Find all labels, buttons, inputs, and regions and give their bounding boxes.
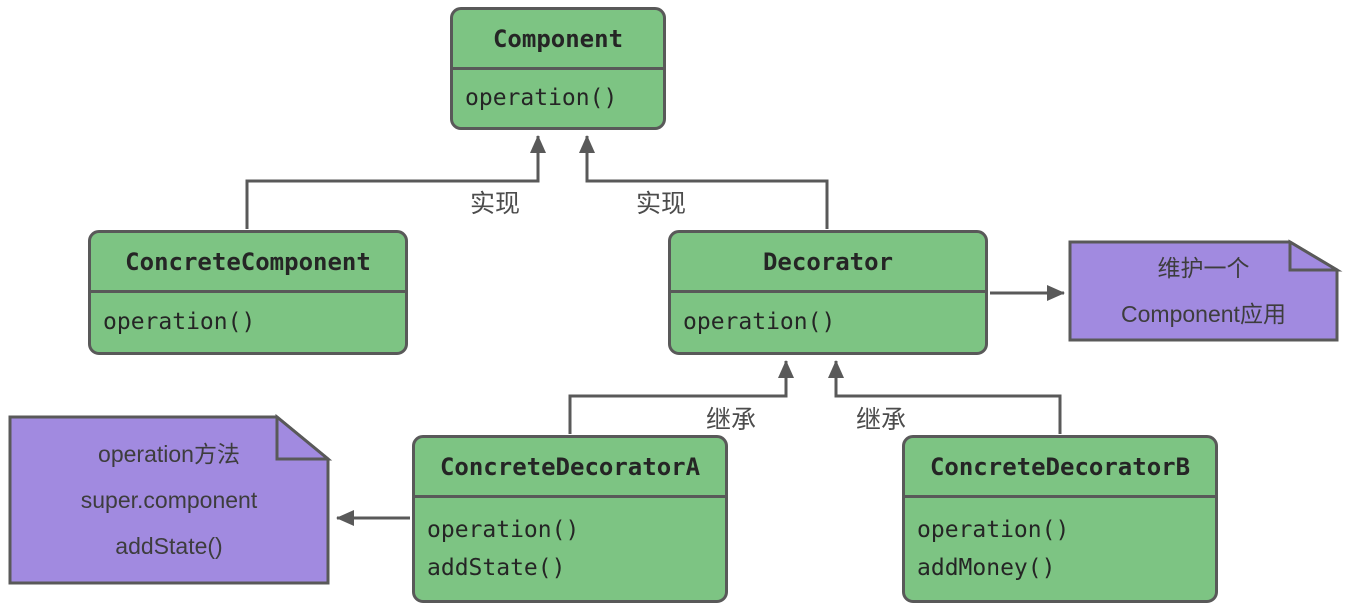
note-decorator-a-text: operation方法 super.component addState()	[10, 417, 328, 583]
class-box-concrete-decorator-a: ConcreteDecoratorA operation() addState(…	[412, 435, 728, 603]
class-method: operation()	[683, 309, 836, 336]
class-title: ConcreteDecoratorA	[415, 438, 725, 498]
class-method: operation()	[917, 516, 1070, 543]
edge-label-inherit-right: 继承	[855, 406, 907, 434]
note-line: Component应用	[1121, 301, 1286, 327]
class-method: operation()	[427, 516, 580, 543]
class-method: addMoney()	[917, 554, 1056, 581]
note-line: addState()	[115, 533, 223, 559]
class-title: Component	[453, 10, 663, 70]
class-box-concrete-decorator-b: ConcreteDecoratorB operation() addMoney(…	[902, 435, 1218, 603]
class-method: addState()	[427, 554, 566, 581]
class-method: operation()	[103, 309, 256, 336]
note-line: 维护一个	[1157, 255, 1250, 281]
class-box-concrete-component: ConcreteComponent operation()	[88, 230, 408, 355]
class-box-decorator: Decorator operation()	[668, 230, 988, 355]
note-line: operation方法	[98, 441, 240, 467]
class-title: ConcreteDecoratorB	[905, 438, 1215, 498]
class-box-component: Component operation()	[450, 7, 666, 130]
note-decorator-text: 维护一个 Component应用	[1070, 242, 1337, 340]
class-title: ConcreteComponent	[91, 233, 405, 293]
class-title: Decorator	[671, 233, 985, 293]
note-line: super.component	[80, 487, 258, 513]
edge-label-inherit-left: 继承	[705, 406, 757, 434]
edge-label-realize-left: 实现	[469, 190, 521, 218]
edge-label-realize-right: 实现	[635, 190, 687, 218]
edge-decorator-realize	[579, 135, 829, 229]
class-method: operation()	[465, 85, 618, 112]
